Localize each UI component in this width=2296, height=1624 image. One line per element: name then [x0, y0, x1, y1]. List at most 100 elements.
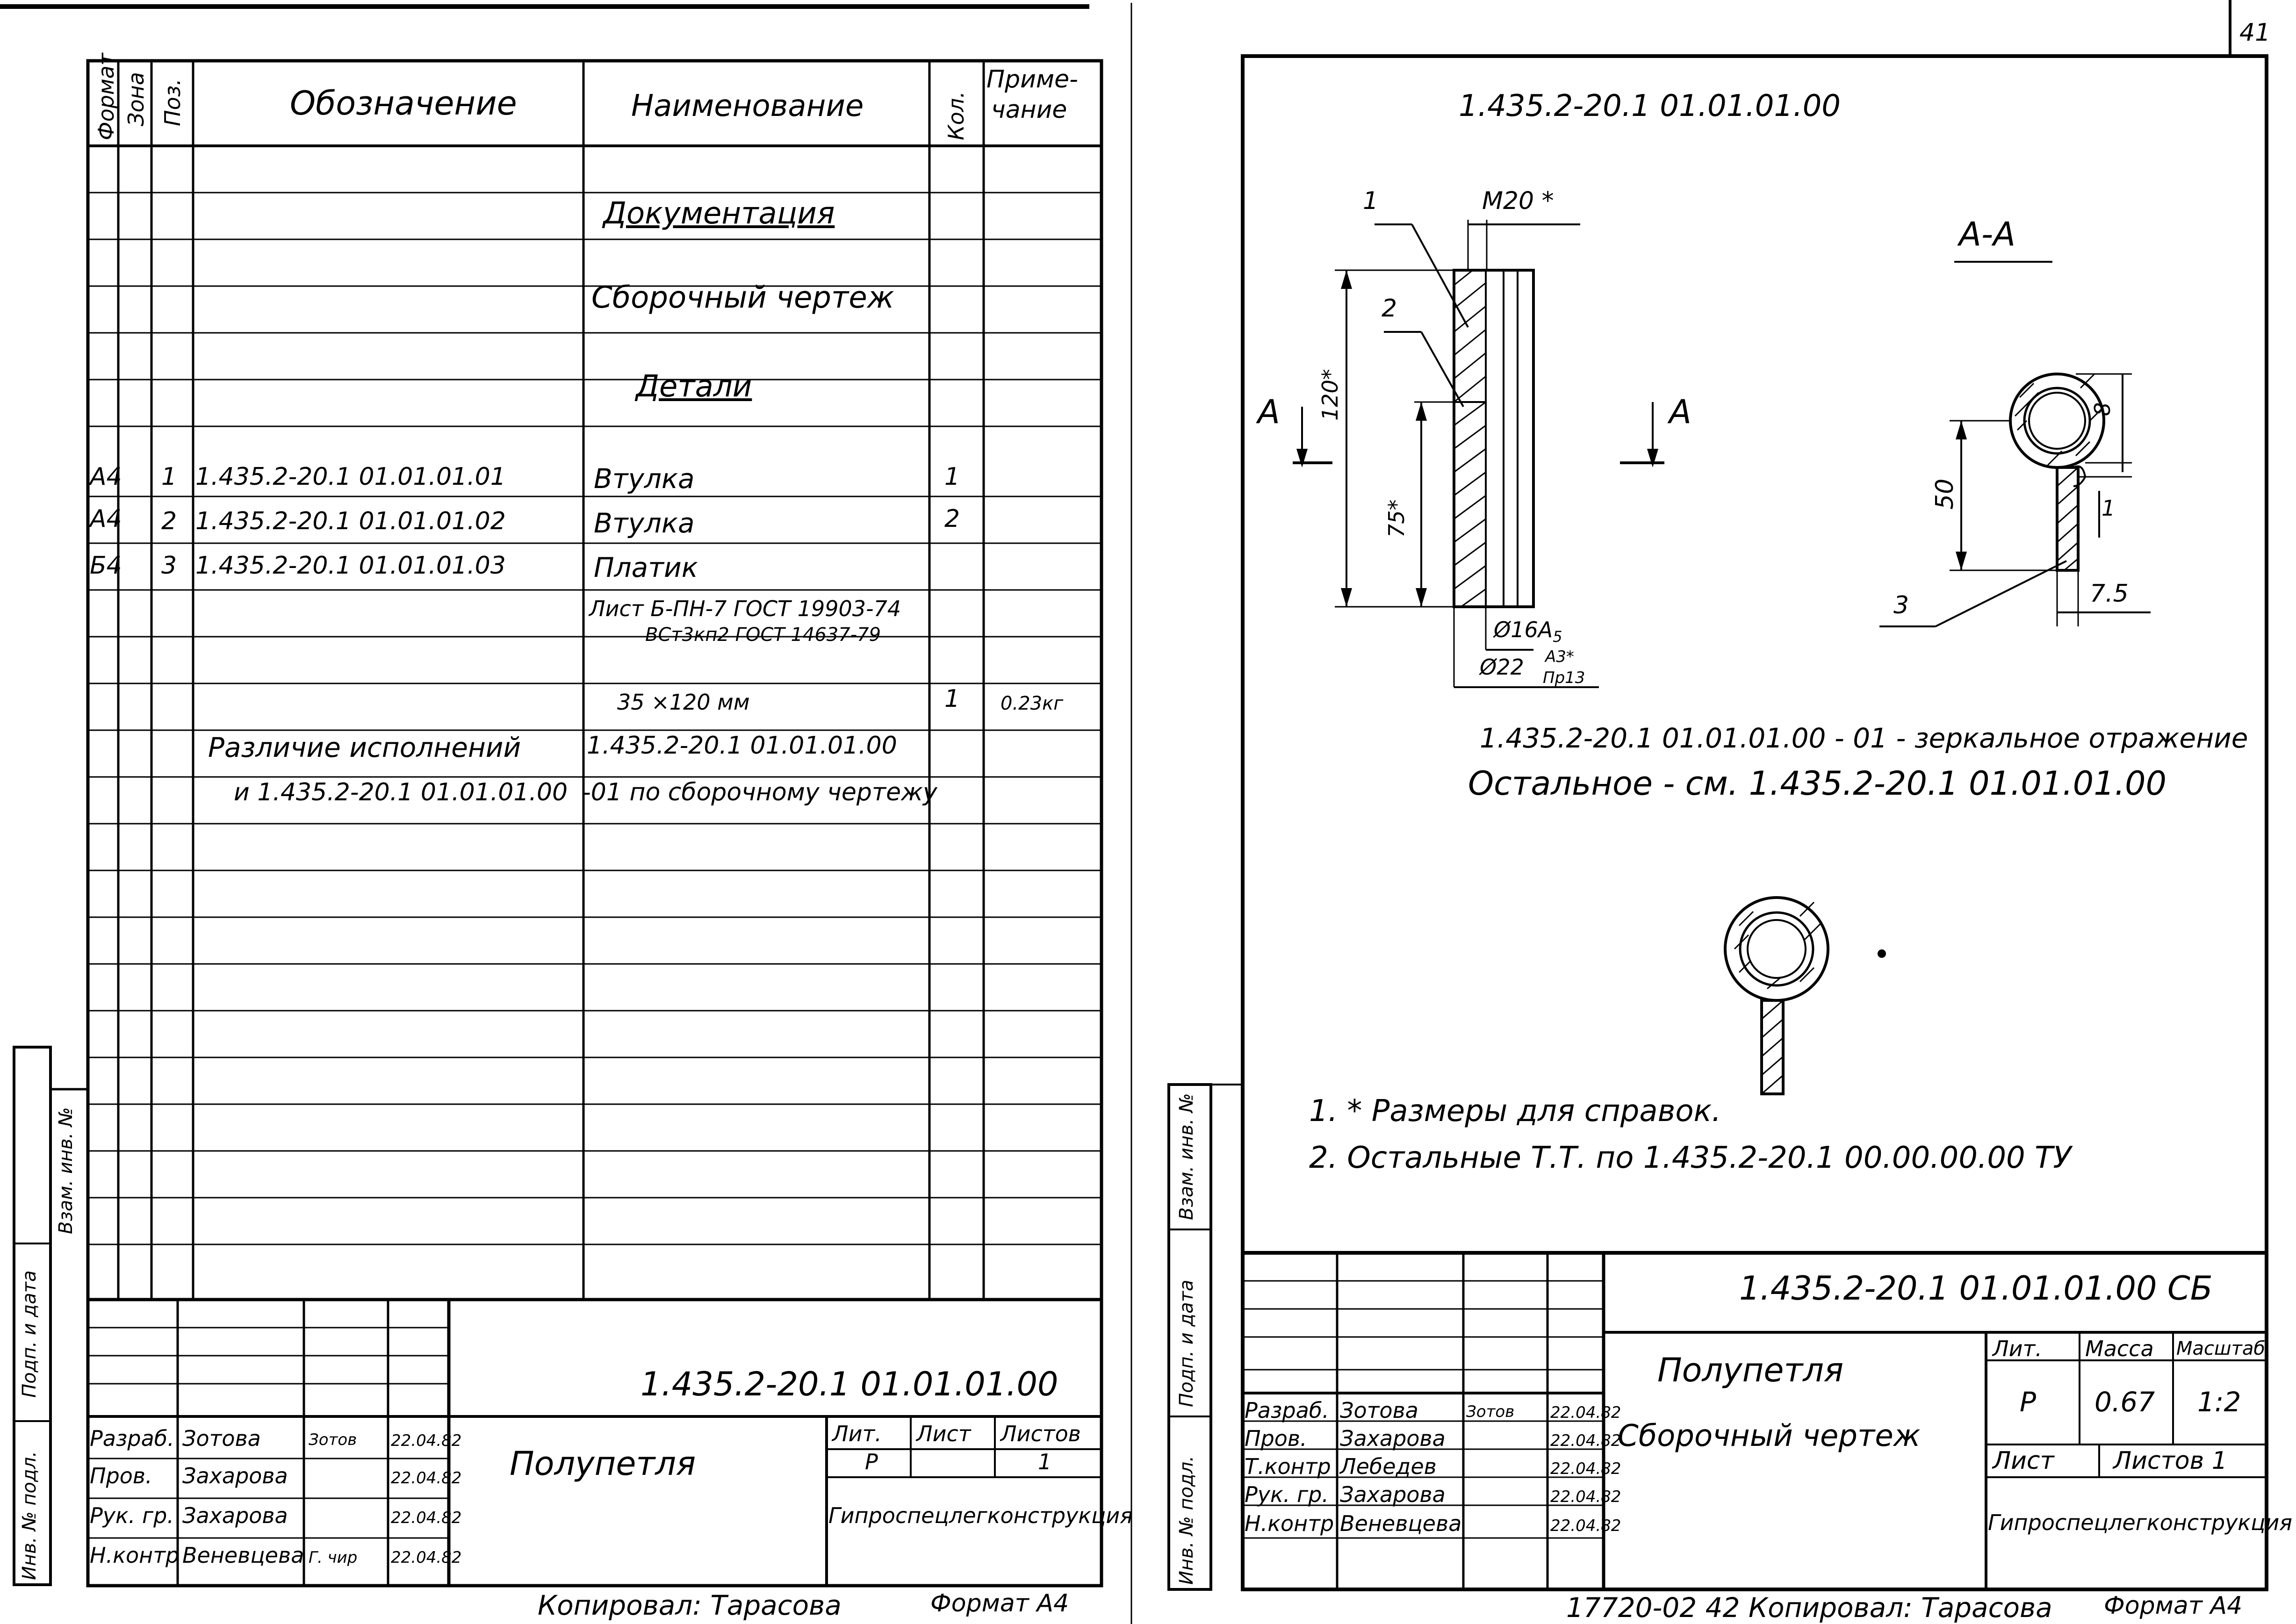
row1-pos: 1 [161, 463, 177, 491]
variant-diff-code: 1.435.2-20.1 01.01.01.00 [587, 732, 897, 760]
right-title-block-grid [1243, 1251, 2267, 1589]
right-side-label-2: Подп. и дата [1176, 1279, 1197, 1407]
right-stamp-sheet-header: Лист [1993, 1447, 2054, 1475]
spec-table-grid [86, 59, 1103, 1588]
cut-label-right: А [1669, 393, 1691, 431]
left-name-2: Захарова [182, 1463, 288, 1488]
variant-diff-label: Различие исполнений [208, 732, 521, 763]
left-stamp-lit: Р [865, 1449, 878, 1474]
col-header-pos: Поз. [160, 79, 185, 126]
section-a-a-view [1879, 261, 2151, 627]
col-header-note-2: чание [991, 96, 1067, 124]
right-date-2: 22.04.82 [1550, 1431, 1621, 1450]
right-stamp-scale: 1:2 [2197, 1386, 2241, 1418]
left-role-2: Пров. [90, 1463, 152, 1488]
row3-format: Б4 [90, 552, 122, 580]
dim-75: 75* [1384, 499, 1409, 538]
row2-designation: 1.435.2-20.1 01.01.01.02 [195, 507, 506, 535]
row2-qty: 2 [944, 505, 960, 533]
right-stamp-sheets: Листов 1 [2113, 1447, 2227, 1475]
left-sign-4: Г. чир [309, 1548, 358, 1567]
left-title-block-grid [88, 1298, 1101, 1586]
mirror-note: 1.435.2-20.1 01.01.01.00 - 01 - зеркальн… [1480, 722, 2248, 754]
left-stamp-lit-header: Лит. [832, 1421, 882, 1446]
right-role-5: Н.контр [1245, 1511, 1334, 1536]
left-side-strip [13, 1046, 88, 1586]
left-side-label-3: Взам. инв. № [55, 1107, 77, 1234]
left-stamp-title: Полупетля [510, 1444, 696, 1483]
left-side-label-2: Подп. и дата [19, 1270, 40, 1398]
blank-qty: 1 [944, 685, 960, 713]
col-header-note-1: Приме- [986, 65, 1078, 93]
col-header-name: Наименование [631, 89, 864, 123]
right-role-4: Рук. гр. [1245, 1482, 1329, 1507]
right-stamp-lit: Р [2020, 1386, 2036, 1418]
row3-name: Платик [594, 552, 698, 583]
row3-pos: 3 [161, 552, 177, 580]
right-stamp-mass: 0.67 [2094, 1386, 2155, 1418]
right-name-3: Лебедев [1340, 1454, 1437, 1479]
col-header-zone: Зона [123, 72, 149, 126]
left-stamp-sheets-header: Листов [1000, 1421, 1081, 1446]
material-line-1: Лист Б-ПН-7 ГОСТ 19903-74 [589, 596, 901, 621]
callout-2: 2 [1382, 295, 1397, 323]
left-date-1: 22.04.82 [391, 1431, 462, 1450]
right-date-1: 22.04.82 [1550, 1403, 1621, 1422]
left-format: Формат А4 [930, 1589, 1069, 1617]
right-date-4: 22.04.82 [1550, 1487, 1621, 1506]
variant-diff-code-2: и 1.435.2-20.1 01.01.01.00 [234, 778, 568, 806]
right-stamp-title: Полупетля [1657, 1351, 1844, 1389]
right-sign-1: Зотов [1466, 1402, 1515, 1421]
section-label-a-a: А-А [1959, 215, 2016, 253]
left-role-3: Рук. гр. [90, 1503, 174, 1528]
right-format: Формат А4 [2104, 1592, 2243, 1620]
right-stamp-org: Гипроспецлегконструкция [1988, 1510, 2292, 1535]
mirror-view [1724, 896, 1886, 1095]
dim-m20: М20 * [1482, 187, 1554, 215]
hinge-side-view [1293, 220, 1664, 688]
right-stamp-scale-header: Масштаб [2176, 1338, 2266, 1359]
left-stamp-designation: 1.435.2-20.1 01.01.01.00 [641, 1365, 1058, 1403]
right-stamp-lit-header: Лит. [1993, 1336, 2042, 1361]
dim-50: 50 [1931, 478, 1959, 510]
right-side-strip [1167, 1083, 1243, 1591]
left-name-4: Веневцева [182, 1543, 304, 1568]
tech-note-1: 1. * Размеры для справок. [1309, 1094, 1721, 1128]
drawing-top-designation: 1.435.2-20.1 01.01.01.00 [1459, 89, 1841, 123]
right-date-3: 22.04.82 [1550, 1459, 1621, 1478]
row1-format: А4 [90, 463, 122, 491]
assembly-drawing-entry: Сборочный чертеж [591, 280, 894, 315]
left-stamp-org: Гипроспецлегконструкция [828, 1503, 1133, 1528]
dim-pr13: Пр13 [1543, 668, 1585, 687]
right-name-2: Захарова [1340, 1426, 1446, 1451]
dim-a3: А3* [1545, 647, 1574, 666]
left-copied-by: Копировал: Тарасова [538, 1589, 842, 1621]
left-name-3: Захарова [182, 1503, 288, 1528]
row1-name: Втулка [594, 463, 695, 495]
page-number: 41 [2239, 19, 2271, 47]
right-stamp-subtitle: Сборочный чертеж [1618, 1419, 1921, 1453]
right-name-4: Захарова [1340, 1482, 1446, 1507]
dim-1: 1 [2102, 496, 2116, 521]
material-line-2: ВСт3кп2 ГОСТ 14637-79 [645, 624, 881, 646]
row2-name: Втулка [594, 507, 695, 539]
right-role-1: Разраб. [1245, 1398, 1329, 1423]
right-role-3: Т.контр [1245, 1454, 1331, 1479]
section-parts: Детали [636, 369, 752, 404]
col-header-format: Формат [94, 53, 119, 140]
left-name-1: Зотова [182, 1426, 261, 1451]
col-header-qty: Кол. [943, 91, 969, 140]
blank-mass: 0.23кг [1000, 693, 1064, 714]
blank-size: 35 ×120 мм [617, 690, 750, 715]
right-role-2: Пров. [1245, 1426, 1307, 1451]
dim-d22: Ø22 [1480, 654, 1524, 680]
callout-3: 3 [1893, 591, 1909, 619]
left-side-label-1: Инв. № подл. [19, 1451, 40, 1580]
right-name-5: Веневцева [1340, 1511, 1462, 1536]
cut-label-left: А [1258, 393, 1280, 431]
left-date-4: 22.04.82 [391, 1548, 462, 1567]
callout-1: 1 [1363, 187, 1379, 215]
row3-designation: 1.435.2-20.1 01.01.01.03 [195, 552, 506, 580]
left-stamp-sheets: 1 [1038, 1449, 1052, 1474]
